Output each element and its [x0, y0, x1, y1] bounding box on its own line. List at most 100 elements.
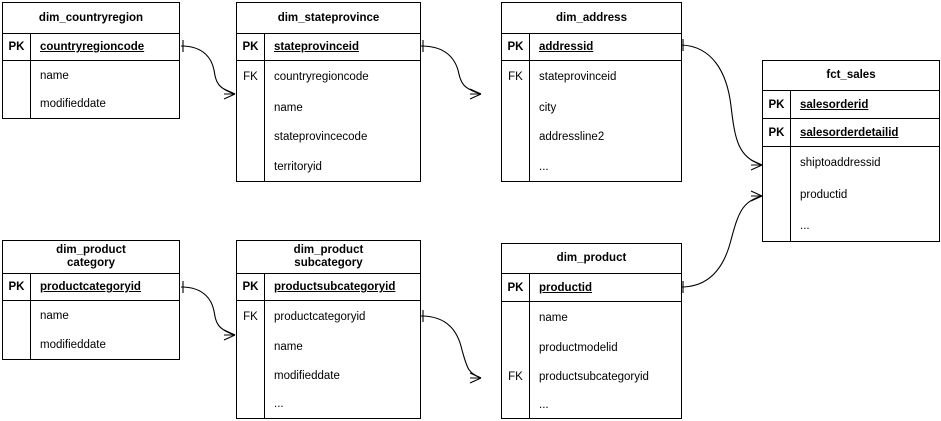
attribute-name: modifieddate [40, 98, 106, 110]
attribute-name: productsubcategoryid [539, 370, 649, 383]
key-label: FK [243, 310, 258, 323]
attribute-name: ... [800, 219, 810, 232]
attribute-name: name [274, 340, 303, 353]
relationship-subcategory-product [420, 310, 482, 384]
entity-pk-row[interactable]: PK stateprovinceid [237, 34, 420, 61]
entity-title-line1: dim_countryregion [38, 11, 144, 24]
attribute-name: ... [539, 160, 549, 173]
attribute-name: countryregioncode [274, 71, 369, 83]
entity-dim-productsubcategory[interactable]: dim_product subcategory PK productsubcat… [236, 240, 421, 419]
attribute-name: stateprovinceid [539, 71, 617, 83]
attribute-key-column: FK [237, 301, 265, 418]
attribute-key-column: FK [502, 302, 530, 418]
attribute-name: productid [800, 188, 848, 201]
key-label: PK [502, 34, 530, 60]
attribute-key-column: FK [237, 61, 265, 181]
key-label [502, 302, 529, 333]
key-label: PK [237, 34, 265, 60]
attribute-name: stateprovinceid [274, 41, 359, 53]
attribute-name: productid [539, 281, 593, 294]
entity-pk-row[interactable]: PK addressid [502, 34, 681, 61]
attribute-name: productcategoryid [40, 281, 141, 293]
key-label: PK [237, 274, 265, 300]
entity-dim-address[interactable]: dim_address PK addressid FK stateprovinc… [501, 2, 682, 182]
key-label: PK [763, 119, 791, 146]
entity-pk-row[interactable]: PK countryregioncode [3, 34, 179, 61]
attribute-name: productsubcategoryid [274, 281, 396, 293]
key-label: PK [502, 274, 530, 301]
entity-title: dim_product [502, 244, 681, 274]
key-label: FK [243, 71, 258, 83]
entity-title-line2: subcategory [294, 257, 363, 269]
attribute-name-column: stateprovinceid city addressline2 ... [530, 61, 681, 181]
attribute-name: salesorderid [800, 98, 869, 111]
attribute-name: city [539, 101, 557, 114]
attribute-name: name [539, 311, 568, 324]
key-label [502, 93, 529, 122]
attribute-name-column: name productmodelid productsubcategoryid… [530, 302, 681, 418]
entity-title: dim_product subcategory [237, 241, 420, 274]
entity-dim-stateprovince[interactable]: dim_stateprovince PK stateprovinceid FK … [236, 2, 421, 182]
key-label: FK [508, 370, 523, 383]
entity-attributes: shiptoaddressid productid ... [763, 147, 939, 241]
entity-pk-row[interactable]: PK salesorderid [763, 91, 939, 119]
entity-attributes: FK productcategoryid name modifieddate .… [237, 301, 420, 418]
entity-title-line1: dim_product [56, 244, 126, 256]
attribute-name: stateprovincecode [274, 131, 368, 143]
attribute-name: countryregioncode [40, 41, 145, 53]
entity-title-line1: dim_product [556, 252, 627, 264]
entity-dim-countryregion[interactable]: dim_countryregion PK countryregioncode n… [2, 2, 180, 119]
key-label [237, 390, 264, 418]
key-label [502, 333, 529, 362]
key-label: PK [3, 274, 31, 300]
entity-attributes: FK countryregioncode name stateprovincec… [237, 61, 420, 181]
relationship-address-fctsales [680, 39, 763, 171]
entity-fct-sales[interactable]: fct_sales PK salesorderid PK salesorderd… [762, 60, 940, 242]
entity-pk-row[interactable]: PK salesorderdetailid [763, 119, 939, 147]
key-label [763, 147, 790, 179]
attribute-name: modifieddate [274, 369, 340, 382]
attribute-key-column [3, 301, 31, 359]
attribute-name-column: countryregioncode name stateprovincecode… [265, 61, 420, 181]
entity-title-line1: dim_product [293, 244, 364, 256]
key-label: FK [508, 71, 523, 83]
entity-pk-row[interactable]: PK productid [502, 274, 681, 302]
attribute-name-column: name modifieddate [31, 301, 179, 359]
key-label [3, 90, 30, 118]
entity-title: dim_stateprovince [237, 3, 420, 34]
attribute-name: ... [274, 398, 284, 410]
attribute-name: addressline2 [539, 131, 605, 143]
key-label [763, 179, 790, 210]
entity-attributes: name modifieddate [3, 61, 179, 118]
key-label [237, 93, 264, 122]
entity-attributes: name modifieddate [3, 301, 179, 359]
entity-pk-row[interactable]: PK productcategoryid [3, 274, 179, 301]
attribute-name: territoryid [274, 160, 322, 173]
entity-title: dim_address [502, 3, 681, 34]
attribute-name: modifieddate [40, 338, 106, 351]
entity-dim-product[interactable]: dim_product PK productid FK name product… [501, 243, 682, 419]
attribute-name: productmodelid [539, 341, 618, 354]
entity-title-line2: category [67, 257, 115, 269]
entity-dim-productcategory[interactable]: dim_product category PK productcategoryi… [2, 240, 180, 360]
attribute-key-column: FK [502, 61, 530, 181]
attribute-name: productcategoryid [274, 310, 366, 323]
attribute-name: name [40, 309, 69, 322]
key-label [237, 332, 264, 361]
key-label [763, 210, 790, 241]
key-label: PK [763, 91, 791, 118]
attribute-name-column: shiptoaddressid productid ... [791, 147, 939, 241]
relationship-productcategory-subcategory [180, 281, 236, 341]
key-label [502, 152, 529, 181]
attribute-name: ... [539, 398, 549, 411]
attribute-name: name [274, 101, 303, 114]
relationship-stateprovince-address [420, 40, 482, 100]
key-label: PK [3, 34, 31, 60]
entity-title-line1: dim_address [556, 11, 627, 24]
attribute-key-column [3, 61, 31, 118]
entity-pk-row[interactable]: PK productsubcategoryid [237, 274, 420, 301]
relationship-countryregion-stateprovince [180, 40, 236, 100]
key-label [3, 301, 30, 330]
key-label [3, 61, 30, 90]
